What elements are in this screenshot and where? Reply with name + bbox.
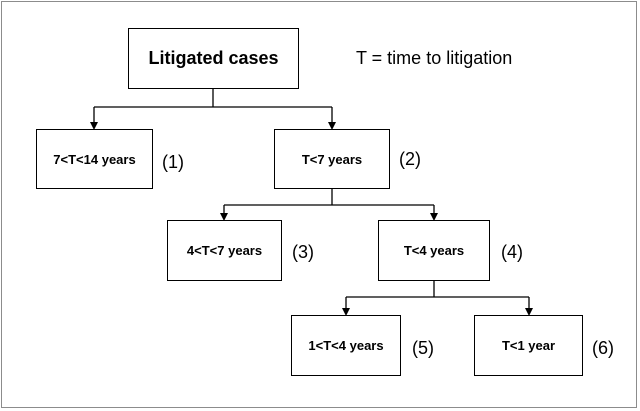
- node-less-than-7-years: T<7 years: [274, 129, 390, 189]
- node-5-number: (5): [412, 338, 434, 358]
- node-1-number: (1): [162, 152, 184, 172]
- node-3-number: (3): [292, 242, 314, 262]
- node-litigated-cases: Litigated cases: [128, 28, 299, 89]
- node-less-than-1-year: T<1 year: [474, 315, 583, 376]
- node-6-number: (6): [592, 338, 614, 358]
- legend-time-to-litigation: T = time to litigation: [356, 48, 513, 68]
- node-less-than-4-years: T<4 years: [378, 220, 490, 281]
- node-4-number: (4): [501, 242, 523, 262]
- node-4-to-7-years: 4<T<7 years: [167, 220, 282, 281]
- node-1-to-4-years: 1<T<4 years: [291, 315, 401, 376]
- edge-n4-to-level3: [342, 281, 533, 316]
- edge-root-to-level1: [90, 89, 336, 130]
- node-7-to-14-years: 7<T<14 years: [36, 129, 153, 189]
- node-2-number: (2): [399, 149, 421, 169]
- edge-n2-to-level2: [220, 189, 438, 221]
